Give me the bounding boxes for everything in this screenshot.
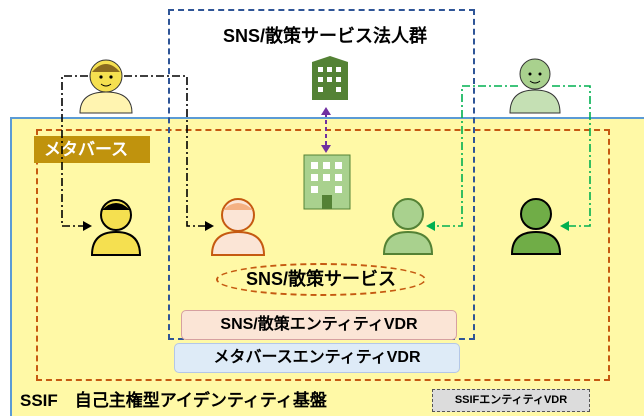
- avatar-dark-green-icon: [510, 198, 562, 255]
- metaverse-label: メタバース: [34, 136, 150, 163]
- yellow-person-icon: [79, 59, 133, 114]
- avatar-orange-icon: [210, 198, 266, 256]
- office-building-icon: [312, 56, 348, 100]
- green-person-icon: [509, 58, 561, 114]
- ssif-label: SSIF 自己主権型アイデンティティ基盤: [20, 391, 327, 410]
- purple-arrow: [321, 107, 331, 153]
- ssif-entity-vdr: SSIFエンティティVDR: [432, 389, 590, 412]
- sns-service-oval: SNS/散策サービス: [216, 263, 426, 296]
- green-connector-arrows: [430, 85, 591, 227]
- building-icon: [303, 154, 351, 210]
- avatar-yellow-black-icon: [90, 199, 142, 256]
- metaverse-area: [36, 129, 610, 381]
- avatar-green-icon: [382, 198, 434, 255]
- metaverse-entity-vdr: メタバースエンティティVDR: [174, 343, 460, 373]
- sns-entity-vdr: SNS/散策エンティティVDR: [181, 310, 457, 340]
- black-connector-arrows: [61, 75, 208, 227]
- sns-corp-group-title: SNS/散策サービス法人群: [222, 26, 427, 46]
